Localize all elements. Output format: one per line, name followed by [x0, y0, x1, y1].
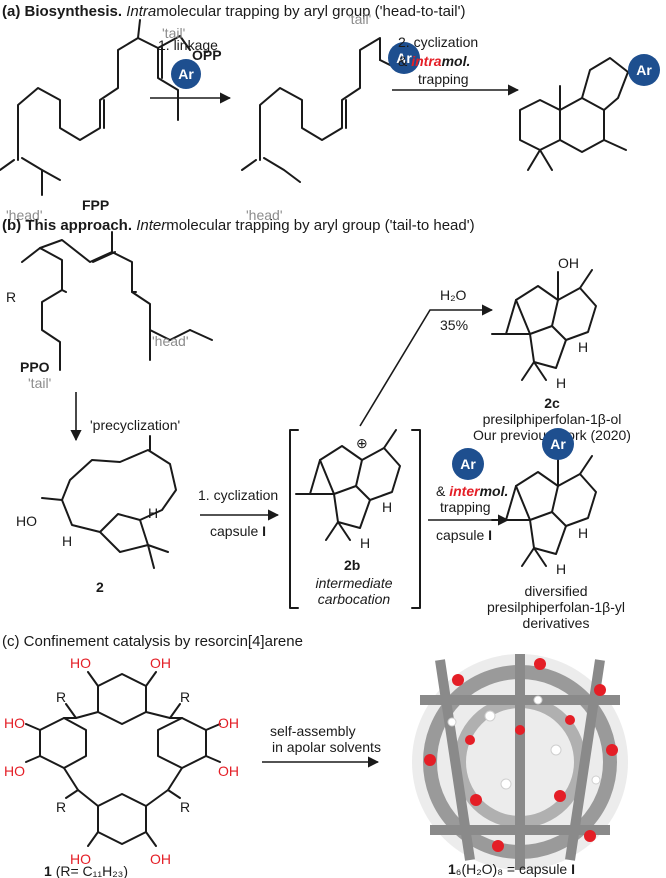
- diversified-line-3: derivatives: [523, 615, 590, 631]
- carbocation-2b-structure: ⊕ H H 2b intermediate carbocation: [295, 429, 401, 607]
- tail-label-b: 'tail': [28, 375, 51, 391]
- oh-label-3: OH: [218, 763, 239, 779]
- right-bracket: [411, 429, 421, 609]
- svg-text:Ar: Ar: [178, 66, 194, 82]
- cyclization-label-b: 1. cyclization: [198, 487, 278, 503]
- svg-text:Ar: Ar: [550, 436, 566, 452]
- precursor-structure: R PPO 'tail' 'head': [6, 231, 213, 391]
- r-label-3: R: [56, 799, 66, 815]
- h-label-4: H: [360, 535, 370, 551]
- ho-label-4: HO: [70, 851, 91, 867]
- diversified-line-1: diversified: [524, 583, 587, 599]
- h-label-3: H: [382, 499, 392, 515]
- panel-b: (b) This approach. Intermolecular trappi…: [2, 217, 631, 631]
- r-label-1: R: [56, 689, 66, 705]
- panel-c-label: (c) Confinement catalysis by resorcin[4]…: [2, 633, 303, 650]
- capsule-caption: 1₆(H₂O)₈ = capsule I: [448, 861, 575, 877]
- oh-label-4: OH: [150, 851, 171, 867]
- linked-structure: 'tail' 'head' Ar: [241, 11, 420, 223]
- compound-2-label: 2: [96, 579, 104, 595]
- linkage-label: 1. linkage: [158, 37, 218, 53]
- diversified-line-2: presilphiperfolan-1β-yl: [487, 599, 625, 615]
- water-label: H₂O: [440, 287, 467, 303]
- svg-text:Ar: Ar: [460, 456, 476, 472]
- plus-charge: ⊕: [356, 435, 368, 451]
- r-label-2: R: [180, 689, 190, 705]
- ho-label-3: HO: [4, 763, 25, 779]
- trapping-label: trapping: [418, 71, 469, 87]
- ar-badge-2: [388, 42, 420, 74]
- h-label-8: H: [556, 561, 566, 577]
- compound-2c-name: presilphiperfolan-1β-ol: [483, 411, 622, 427]
- oh-label: OH: [558, 255, 579, 271]
- intramol-label: & intramol.: [398, 53, 470, 69]
- apolar-solvents-label: in apolar solvents: [272, 739, 381, 755]
- trapping-label-b: trapping: [440, 499, 491, 515]
- ho-label: HO: [16, 513, 37, 529]
- ar-badge-3: [628, 54, 660, 86]
- panel-a-label: (a) Biosynthesis. Intramolecular trappin…: [2, 3, 465, 20]
- svg-text:Ar: Ar: [636, 62, 652, 78]
- intermol-label: & intermol.: [436, 483, 508, 499]
- fpp-label: FPP: [82, 197, 109, 213]
- aryl-product-structure: Ar H H diversified presilphiperfolan-1β-…: [487, 428, 625, 631]
- oh-label-1: OH: [150, 655, 171, 671]
- head-label: 'head': [6, 207, 43, 223]
- fpp-structure: 'tail' OPP 'head' FPP: [0, 19, 222, 223]
- opp-label: OPP: [192, 47, 222, 63]
- h-label-5: H: [578, 339, 588, 355]
- capsule-label-1: capsule I: [210, 523, 266, 539]
- h-label-6: H: [556, 375, 566, 391]
- compound-2c-structure: OH H H 2c presilphiperfolan-1β-ol Our pr…: [473, 255, 631, 443]
- oh-label-2: OH: [218, 715, 239, 731]
- tail-label: 'tail': [162, 25, 185, 41]
- panel-c: (c) Confinement catalysis by resorcin[4]…: [2, 633, 628, 878]
- r-label: R: [6, 289, 16, 305]
- ar-badge: Ar: [171, 59, 201, 89]
- svg-text:Ar: Ar: [396, 50, 412, 66]
- hexameric-capsule: [412, 654, 628, 870]
- r-label-4: R: [180, 799, 190, 815]
- tetracyclic-structure: Ar: [519, 54, 660, 171]
- head-label-b: 'head': [152, 333, 189, 349]
- panel-a: (a) Biosynthesis. Intramolecular trappin…: [0, 3, 660, 223]
- compound-2-structure: HO H H 2: [16, 435, 177, 595]
- left-bracket: [289, 429, 299, 609]
- compound-1-label: 1 (R= C₁₁H₂₃): [44, 863, 128, 878]
- hydration-arrow: [359, 304, 494, 427]
- ho-label-2: HO: [4, 715, 25, 731]
- ar-badge-5: [542, 428, 574, 460]
- yield-label: 35%: [440, 317, 468, 333]
- cyclization-label: 2. cyclization: [398, 34, 478, 50]
- panel-b-label: (b) This approach. Intermolecular trappi…: [2, 217, 475, 234]
- compound-2c-label: 2c: [544, 395, 560, 411]
- ppo-label: PPO: [20, 359, 50, 375]
- tail-label-2: 'tail': [348, 11, 371, 27]
- resorcinarene-structure: HO OH HO OH HO OH HO OH R R R R 1 (R= C₁…: [4, 655, 239, 878]
- h-label-7: H: [578, 525, 588, 541]
- precyclization-label: 'precyclization': [90, 417, 180, 433]
- self-assembly-label: self-assembly: [270, 723, 356, 739]
- h-label-2: H: [148, 505, 158, 521]
- carbocation-label: carbocation: [318, 591, 391, 607]
- compound-2b-label: 2b: [344, 557, 360, 573]
- ho-label-1: HO: [70, 655, 91, 671]
- intermediate-label: intermediate: [315, 575, 392, 591]
- ar-badge-4: [452, 448, 484, 480]
- head-label-2: 'head': [246, 207, 283, 223]
- capsule-label-2: capsule I: [436, 527, 492, 543]
- h-label-1: H: [62, 533, 72, 549]
